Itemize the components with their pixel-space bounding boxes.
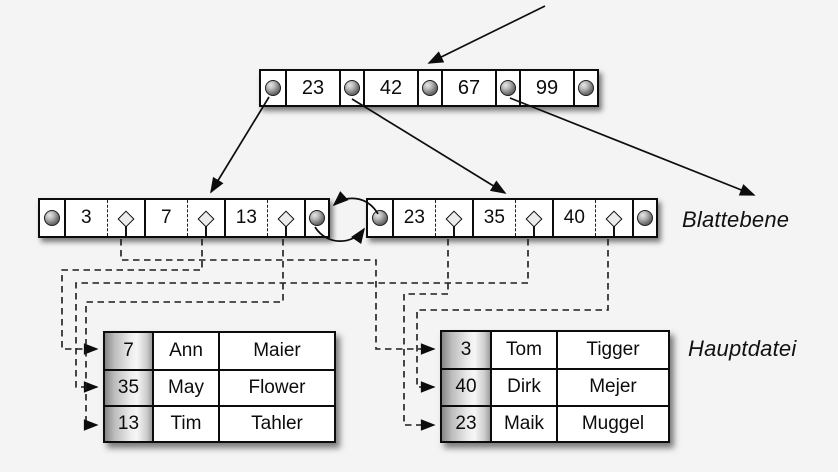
table-cell-key: 23 — [442, 404, 490, 441]
record-pointer-cell — [186, 200, 224, 236]
leaf-key: 3 — [81, 207, 92, 228]
root-pointer-cell — [573, 71, 597, 105]
root-key: 67 — [441, 71, 495, 105]
pointer-circle-icon — [578, 80, 594, 96]
table-cell-name: Dirk — [490, 368, 556, 405]
diamond-icon — [525, 210, 543, 228]
table-cell-key: 35 — [105, 369, 152, 405]
table-cell-key: 40 — [442, 368, 490, 405]
leaf-key: 40 — [563, 207, 585, 228]
table-cell-surname: Flower — [218, 369, 334, 405]
record-pointer-cell — [434, 200, 472, 236]
table-cell-surname: Tigger — [556, 332, 668, 369]
table-cell-name: Maik — [490, 404, 556, 441]
leaf-key: 13 — [235, 207, 257, 228]
table-cell-surname: Tahler — [218, 405, 334, 441]
table-cell-key: 3 — [442, 332, 490, 369]
pointer-circle-icon — [637, 210, 653, 226]
arrow-root-to-next-leaf — [509, 97, 756, 196]
leaf-key-cell: 35 — [472, 200, 552, 236]
diamond-icon — [605, 210, 623, 228]
leaf-pointer-cell — [304, 200, 328, 236]
record-pointer-cell — [594, 200, 632, 236]
arrow-root-to-left-leaf — [210, 96, 270, 194]
left-leaf-node: 3 7 13 — [38, 198, 330, 238]
leaf-key-cell: 13 — [224, 200, 304, 236]
diamond-icon — [277, 210, 295, 228]
pointer-circle-icon — [265, 80, 281, 96]
main-file-label: Hauptdatei — [688, 336, 797, 361]
leaf-key-cell: 3 — [64, 200, 144, 236]
leaf-key: 35 — [483, 207, 505, 228]
leaf-key: 7 — [161, 207, 172, 228]
root-pointer-cell — [417, 71, 441, 105]
leaf-key-cell: 23 — [392, 200, 472, 236]
leaf-key-cell: 40 — [552, 200, 632, 236]
leaf-pointer-cell — [632, 200, 656, 236]
root-key: 23 — [285, 71, 339, 105]
pointer-circle-icon — [422, 80, 438, 96]
table-cell-name: Tom — [490, 332, 556, 369]
diamond-icon — [197, 210, 215, 228]
diamond-stem — [205, 226, 207, 236]
table-cell-surname: Muggel — [556, 404, 668, 441]
diamond-stem — [453, 226, 455, 236]
diamond-stem — [285, 226, 287, 236]
pointer-circle-icon — [309, 210, 325, 226]
table-cell-surname: Maier — [218, 333, 334, 369]
diamond-icon — [117, 210, 135, 228]
table-cell-name: Tim — [152, 405, 218, 441]
leaf-key: 23 — [403, 207, 425, 228]
table-cell-name: Ann — [152, 333, 218, 369]
root-key: 99 — [519, 71, 573, 105]
diamond-icon — [445, 210, 463, 228]
right-leaf-node: 23 35 40 — [366, 198, 658, 238]
pointer-circle-icon — [500, 80, 516, 96]
leaf-key-cell: 7 — [144, 200, 224, 236]
diamond-stem — [125, 226, 127, 236]
root-node: 23 42 67 99 — [259, 69, 599, 107]
right-table: 3 Tom Tigger 40 Dirk Mejer 23 Maik Mugge… — [440, 330, 670, 443]
root-key: 42 — [363, 71, 417, 105]
pointer-circle-icon — [372, 210, 388, 226]
record-pointer-cell — [266, 200, 304, 236]
table-cell-key: 7 — [105, 333, 152, 369]
pointer-circle-icon — [344, 80, 360, 96]
root-pointer-cell — [261, 71, 285, 105]
record-pointer-cell — [514, 200, 552, 236]
root-pointer-cell — [495, 71, 519, 105]
root-pointer-cell — [339, 71, 363, 105]
left-table: 7 Ann Maier 35 May Flower 13 Tim Tahler — [103, 331, 336, 443]
leaf-pointer-cell — [368, 200, 392, 236]
table-cell-name: May — [152, 369, 218, 405]
record-pointer-cell — [106, 200, 144, 236]
diamond-stem — [533, 226, 535, 236]
table-cell-surname: Mejer — [556, 368, 668, 405]
arrow-into-root — [427, 5, 546, 64]
leaf-level-label: Blattebene — [682, 207, 790, 232]
table-cell-key: 13 — [105, 405, 152, 441]
arrow-root-to-right-leaf — [351, 98, 507, 194]
leaf-pointer-cell — [40, 200, 64, 236]
pointer-circle-icon — [44, 210, 60, 226]
diamond-stem — [613, 226, 615, 236]
